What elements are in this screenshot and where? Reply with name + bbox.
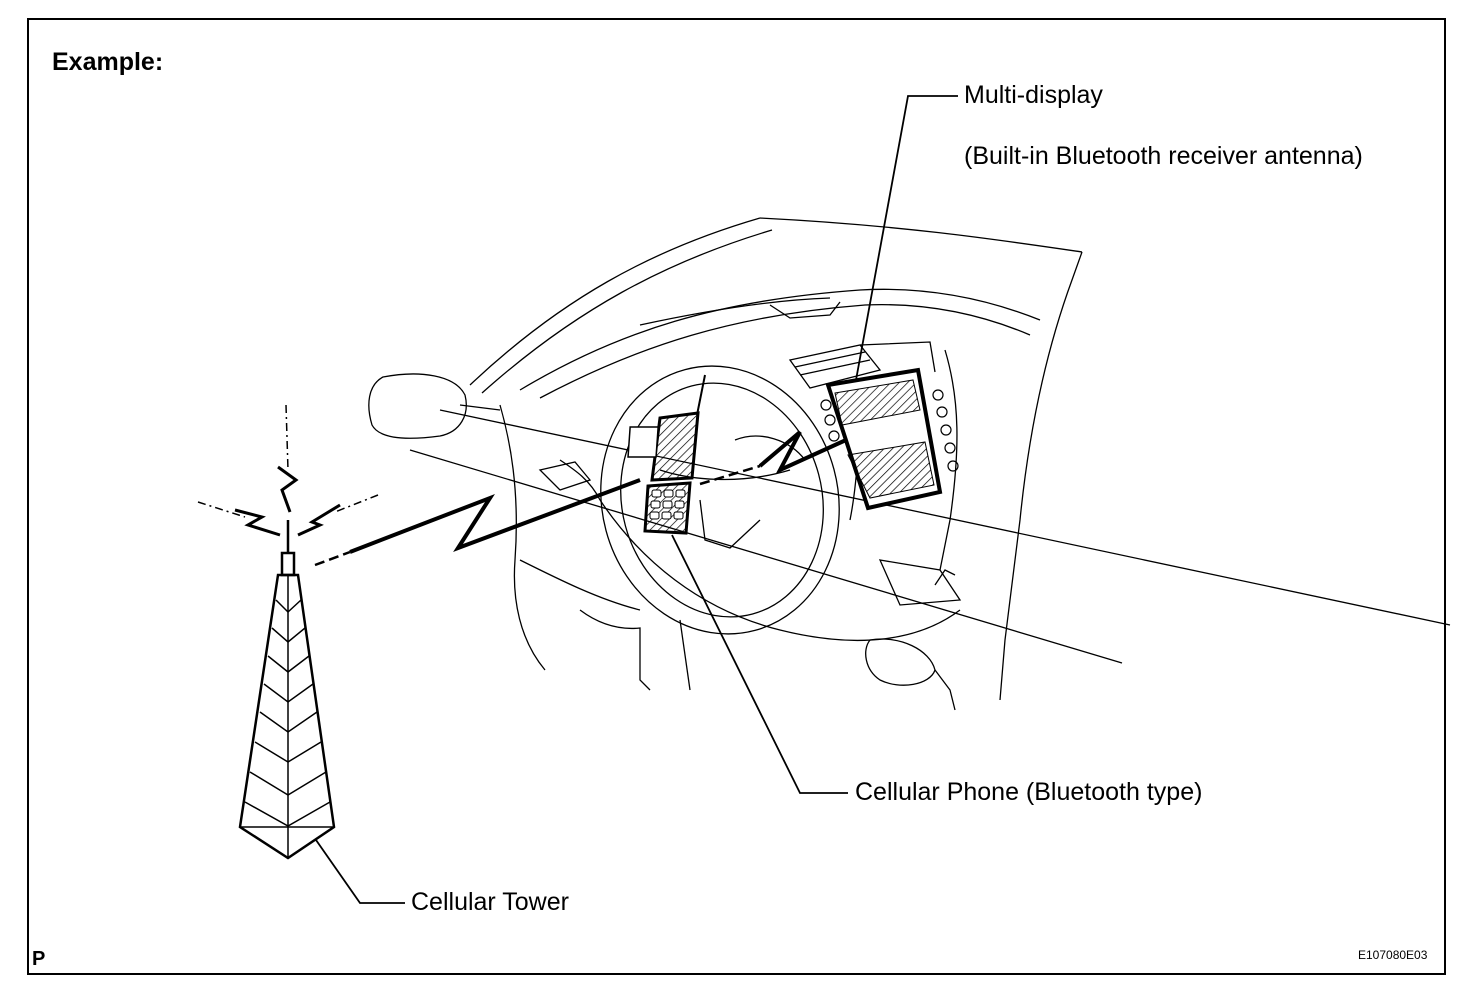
cellular-tower-icon	[238, 520, 336, 860]
cellular-phone	[627, 374, 706, 535]
label-multi-display: Multi-display	[964, 81, 1103, 109]
radio-signal-lines	[197, 404, 847, 567]
figure-id: E107080E03	[1358, 948, 1428, 962]
car-interior-drawing	[368, 217, 1451, 711]
label-cellular-phone: Cellular Phone (Bluetooth type)	[855, 778, 1203, 806]
label-cellular-tower: Cellular Tower	[411, 888, 569, 916]
label-multi-display-note: (Built-in Bluetooth receiver antenna)	[964, 142, 1363, 170]
diagram-frame	[27, 18, 1446, 975]
leader-lines	[315, 95, 958, 904]
multi-display-unit	[820, 367, 959, 511]
page-marker: P	[32, 948, 46, 970]
figure-heading: Example:	[52, 48, 164, 76]
